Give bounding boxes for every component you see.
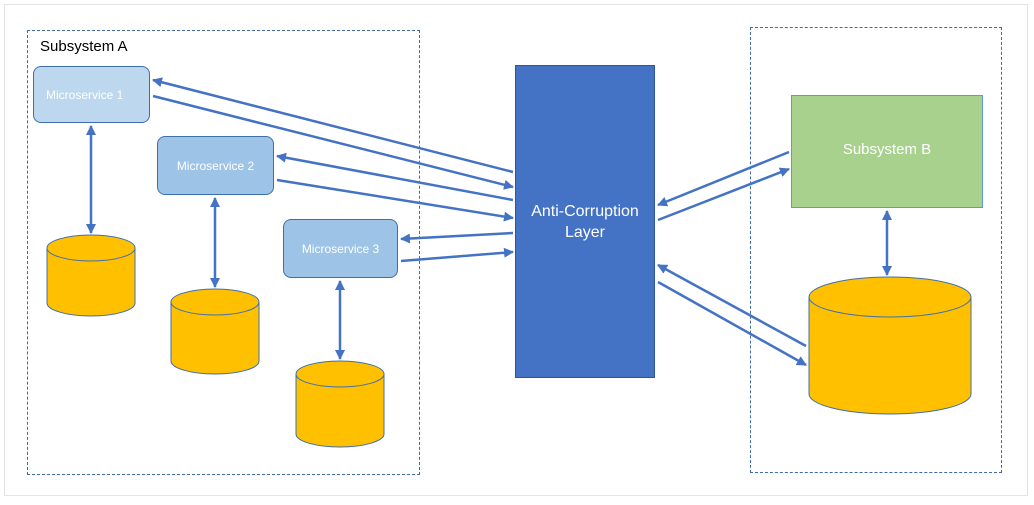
arrow-acl-to-db bbox=[657, 280, 807, 367]
acl-label-line1: Anti-Corruption bbox=[531, 202, 639, 220]
arrow-acl-to-ms2 bbox=[276, 152, 514, 202]
subsystem-b: Subsystem B bbox=[791, 95, 983, 208]
microservice-3: Microservice 3 bbox=[283, 219, 398, 278]
diagram-frame bbox=[4, 4, 1028, 496]
arrow-acl-to-ms1 bbox=[152, 77, 514, 174]
arrow-ms3-to-acl bbox=[400, 247, 514, 263]
microservice-2: Microservice 2 bbox=[157, 136, 274, 195]
microservice-1: Microservice 1 bbox=[33, 66, 150, 123]
subsystem-b-boundary bbox=[750, 27, 1002, 473]
anti-corruption-layer: Anti-Corruption Layer bbox=[515, 65, 655, 378]
microservice-3-label: Microservice 3 bbox=[301, 241, 380, 256]
arrow-db-to-acl bbox=[657, 263, 807, 348]
subsystem-b-label: Subsystem B bbox=[842, 140, 932, 158]
acl-label-line2: Layer bbox=[564, 223, 605, 241]
arrow-ms2-to-acl bbox=[276, 178, 514, 222]
subsystem-a-title: Subsystem A bbox=[40, 38, 128, 55]
database-subsystem-b bbox=[808, 276, 972, 415]
database-2 bbox=[170, 288, 260, 375]
microservice-2-label: Microservice 2 bbox=[176, 158, 255, 173]
arrow-acl-to-ms3 bbox=[400, 231, 514, 244]
microservice-1-label: Microservice 1 bbox=[46, 88, 124, 102]
arrow-acl-to-subsystemb bbox=[657, 167, 790, 222]
subsystem-a-boundary: Subsystem A bbox=[27, 30, 420, 475]
arrow-subsystemb-to-acl bbox=[657, 150, 790, 207]
database-3 bbox=[295, 360, 385, 448]
database-1 bbox=[46, 234, 136, 317]
arrow-ms1-to-acl bbox=[152, 94, 514, 190]
